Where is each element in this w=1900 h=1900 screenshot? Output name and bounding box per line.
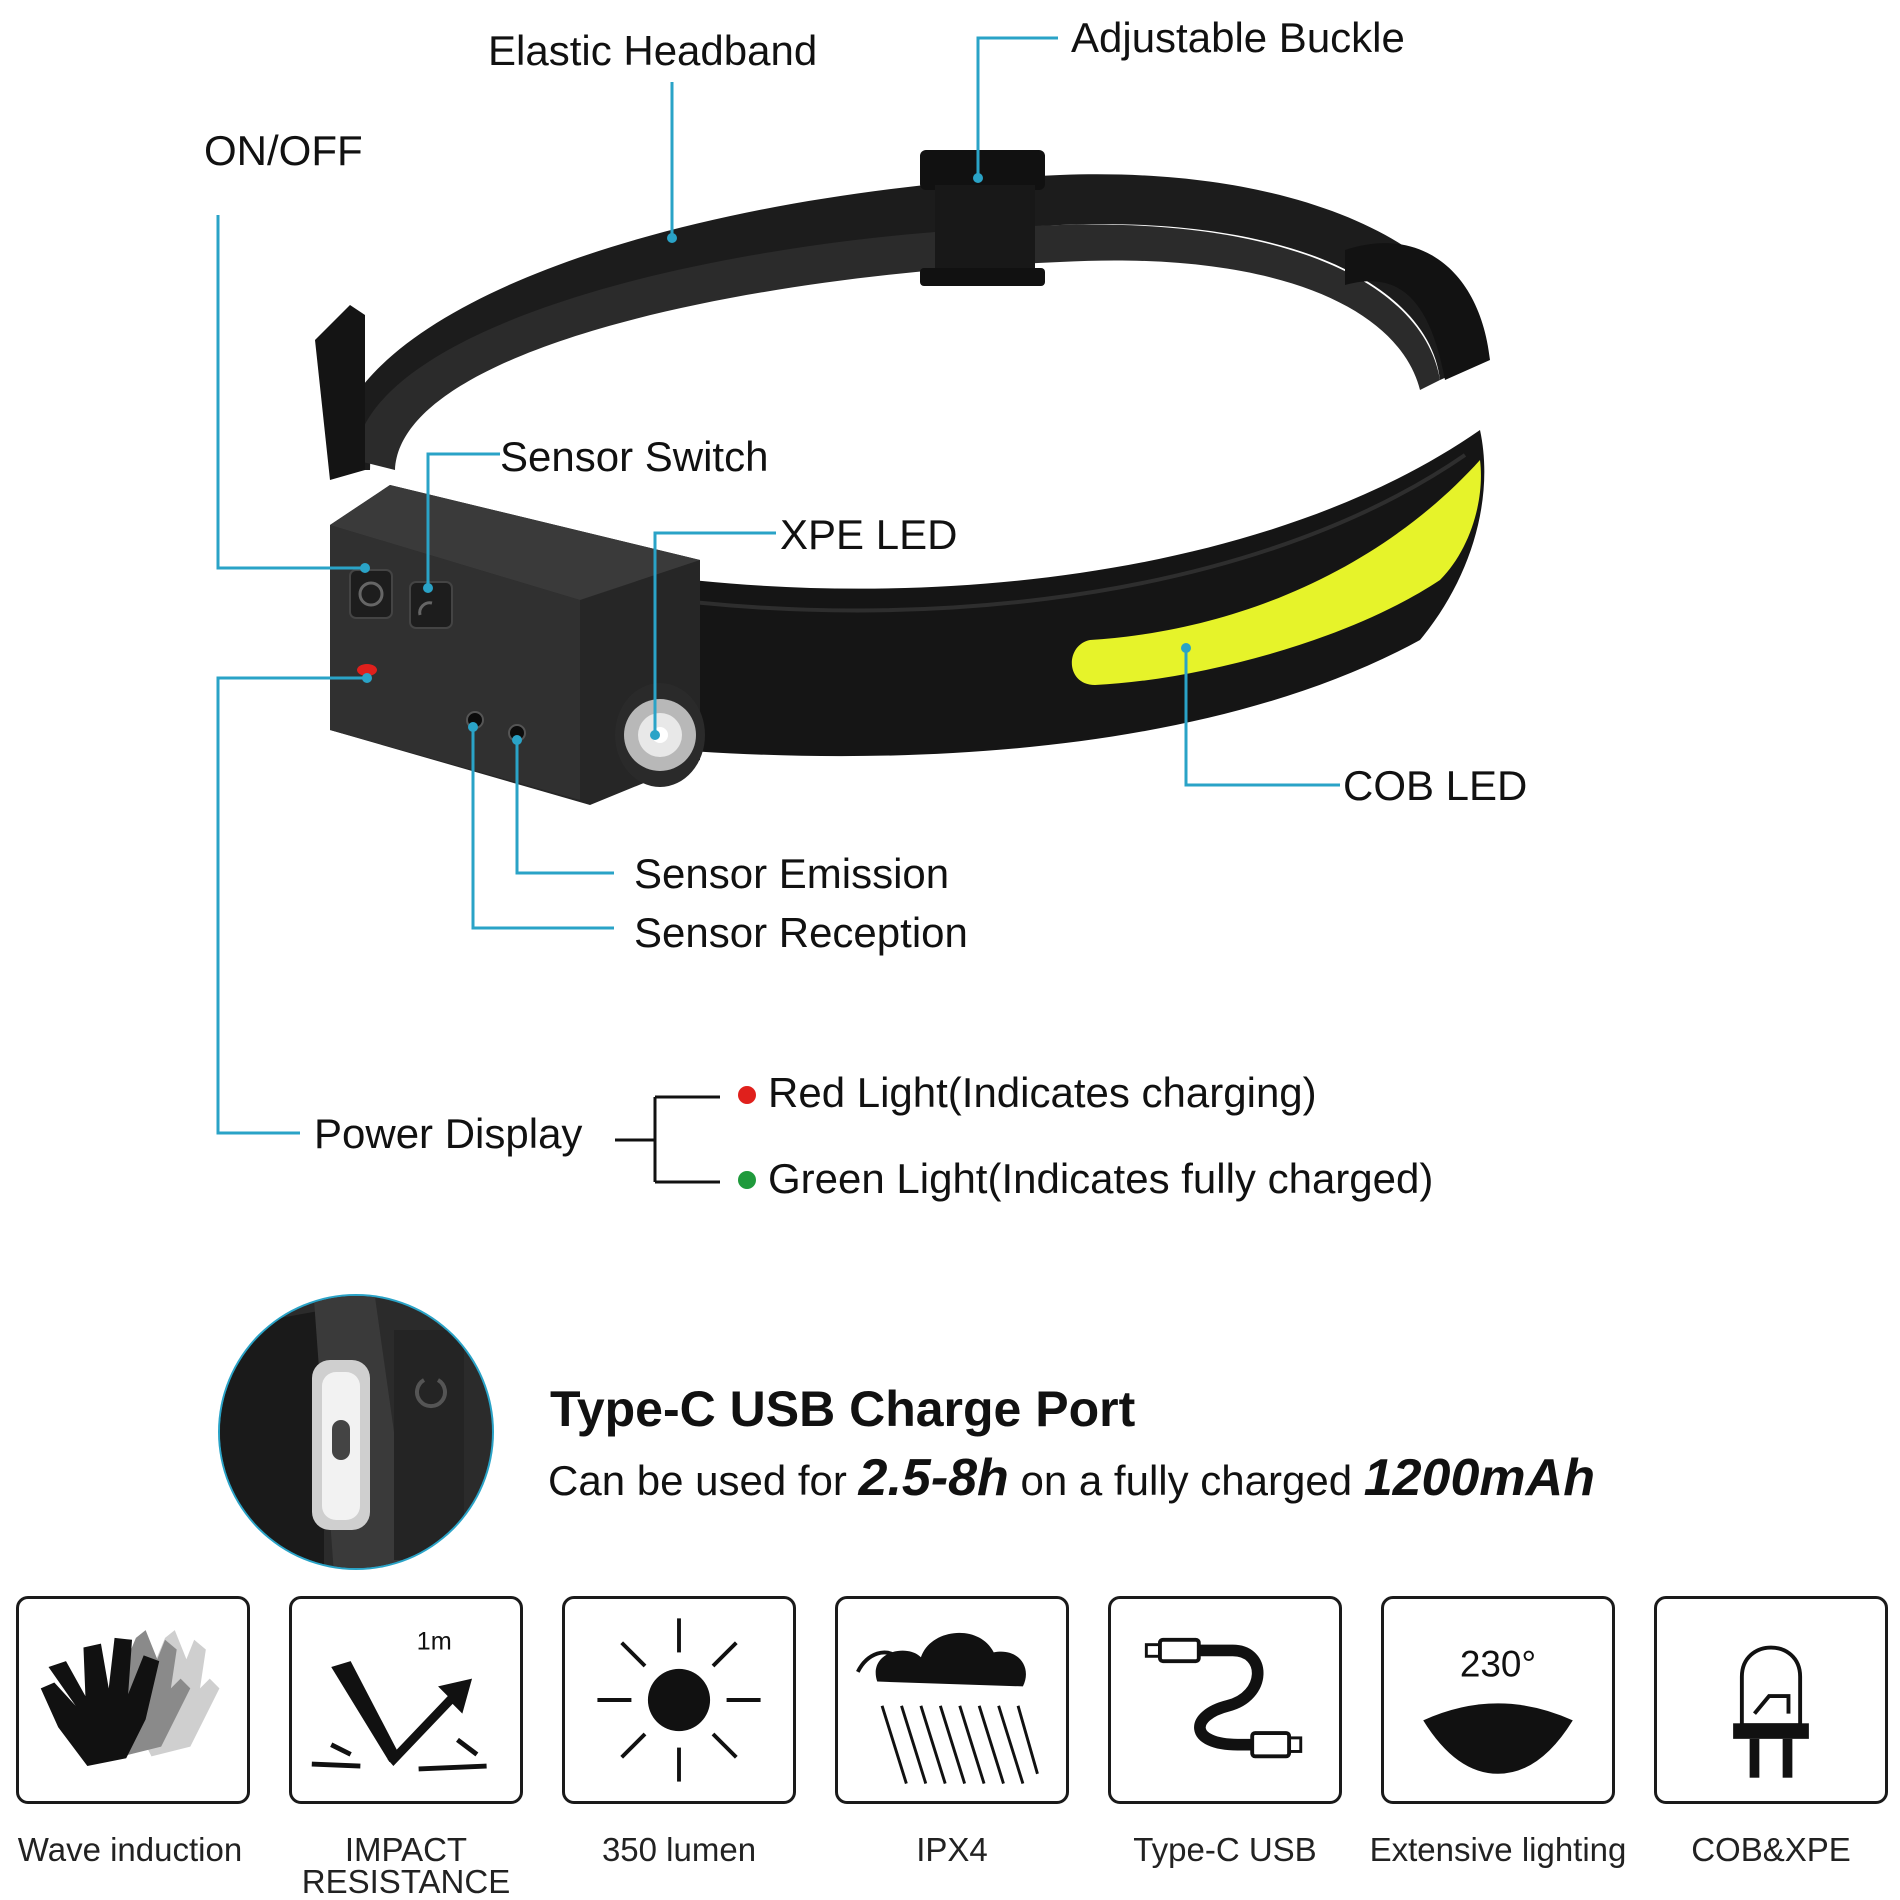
label-power-display: Power Display	[314, 1110, 583, 1157]
rain-cloud-icon	[835, 1596, 1069, 1804]
hand-wave-icon	[16, 1596, 250, 1804]
usb-port-zoom-image	[218, 1294, 494, 1570]
feature-label-cob-xpe: COB&XPE	[1691, 1831, 1851, 1868]
charge-middle: on a fully charged	[1008, 1457, 1364, 1504]
charge-description: Can be used for 2.5-8h on a fully charge…	[548, 1448, 1595, 1508]
beam-angle-value: 230°	[1460, 1644, 1536, 1685]
label-cob-led: COB LED	[1343, 762, 1528, 809]
feature-label-usb: Type-C USB	[1133, 1831, 1317, 1868]
feature-label-wave: Wave induction	[17, 1831, 243, 1868]
sun-icon	[562, 1596, 796, 1804]
green-dot-icon	[738, 1171, 756, 1189]
feature-label-extensive: Extensive lighting	[1369, 1831, 1627, 1868]
charge-title: Type-C USB Charge Port	[550, 1381, 1136, 1437]
label-on-off: ON/OFF	[204, 127, 363, 174]
red-dot-icon	[738, 1086, 756, 1104]
green-light-text: Green Light(Indicates fully charged)	[768, 1155, 1434, 1202]
feature-label-lumen: 350 lumen	[601, 1831, 757, 1868]
label-elastic-headband: Elastic Headband	[488, 27, 818, 74]
cob-strip	[1071, 460, 1481, 685]
led-bulb-icon	[1654, 1596, 1888, 1804]
charge-capacity: 1200mAh	[1363, 1449, 1595, 1507]
label-adjustable-buckle: Adjustable Buckle	[1071, 14, 1405, 61]
impact-arrow-icon: 1m	[289, 1596, 523, 1804]
red-light-text: Red Light(Indicates charging)	[768, 1069, 1317, 1116]
label-xpe-led: XPE LED	[780, 511, 958, 558]
impact-height: 1m	[417, 1628, 452, 1656]
label-sensor-reception: Sensor Reception	[634, 909, 968, 956]
beam-angle-icon: 230°	[1381, 1596, 1615, 1804]
feature-label-impact: IMPACT RESISTANCE	[301, 1831, 511, 1900]
feature-label-ipx4: IPX4	[916, 1831, 988, 1868]
charge-prefix: Can be used for	[548, 1457, 859, 1504]
label-sensor-switch: Sensor Switch	[500, 433, 769, 480]
usb-cable-icon	[1108, 1596, 1342, 1804]
charge-hours: 2.5-8h	[858, 1449, 1009, 1507]
leader-lines	[216, 36, 1340, 1135]
label-sensor-emission: Sensor Emission	[634, 850, 950, 897]
